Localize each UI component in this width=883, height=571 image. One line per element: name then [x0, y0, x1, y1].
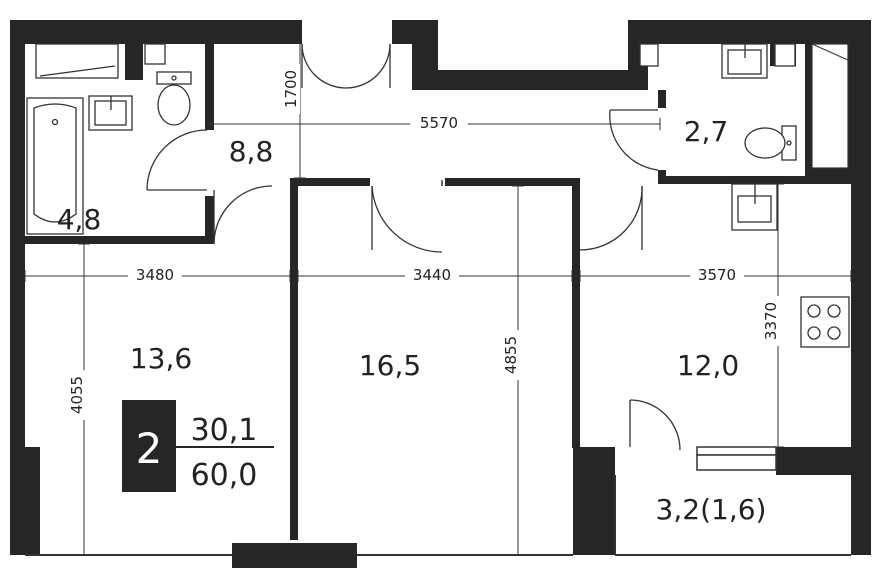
area-hall: 8,8 [229, 135, 274, 168]
area-wc: 2,7 [684, 115, 729, 148]
balcony-outline [25, 475, 851, 556]
dim-left-depth: 4055 [68, 376, 86, 414]
area-bathroom: 4,8 [57, 203, 102, 236]
dim-center-depth: 4855 [502, 336, 520, 374]
area-kitchen: 12,0 [677, 349, 739, 382]
area-room-center: 16,5 [359, 349, 421, 382]
fixtures [26, 43, 850, 348]
area-bedroom-left: 13,6 [130, 342, 192, 375]
dim-left-width: 3480 [136, 266, 174, 284]
cooktop-icon [800, 296, 850, 348]
badge-room-count: 2 [136, 424, 163, 473]
dim-right-width: 3570 [698, 266, 736, 284]
badge-living-area: 30,1 [191, 413, 258, 448]
dim-kitchen-depth: 3370 [762, 302, 780, 340]
summary-badge: 2 30,1 60,0 [122, 400, 274, 493]
dimension-labels: 5570 1700 3480 3440 3570 4055 4855 3370 [68, 70, 780, 414]
badge-total-area: 60,0 [191, 458, 258, 493]
shelf-icon [35, 43, 119, 79]
dim-hall-width: 5570 [420, 114, 458, 132]
room-areas: 4,8 8,8 2,7 13,6 16,5 12,0 3,2(1,6) [57, 115, 767, 526]
dim-hall-depth: 1700 [282, 70, 300, 108]
dim-center-width: 3440 [413, 266, 451, 284]
dimension-label-bgs [68, 64, 780, 420]
shaft [811, 43, 849, 169]
walls [10, 20, 871, 568]
door-swings [146, 43, 681, 451]
area-balcony: 3,2(1,6) [656, 493, 767, 526]
balcony-window [696, 446, 777, 471]
